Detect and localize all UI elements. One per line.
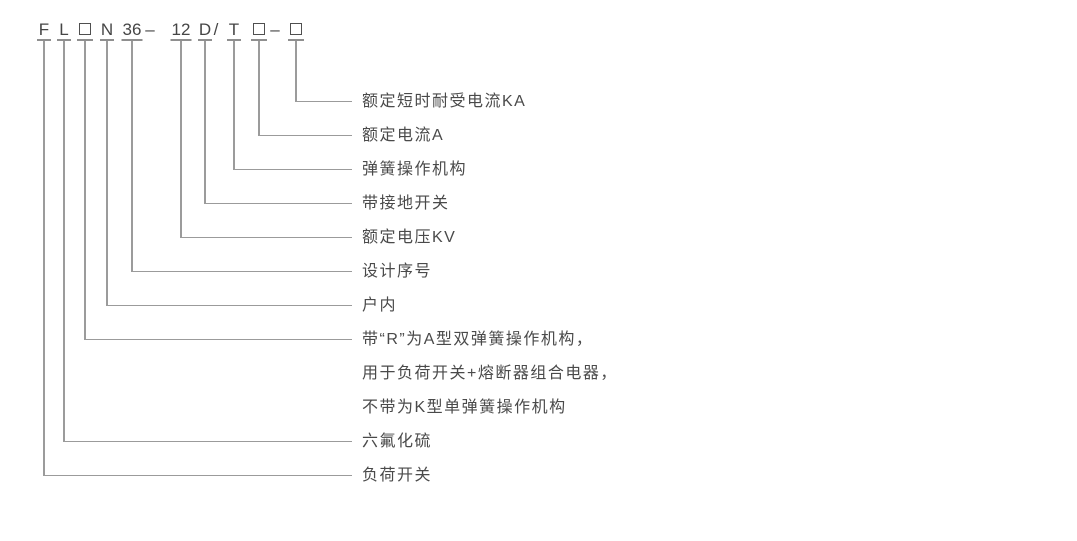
leader-line-horizontal: [44, 475, 352, 477]
leader-line-vertical: [63, 41, 65, 442]
code-box: [79, 23, 91, 35]
leader-line-vertical: [84, 41, 86, 340]
code-char: /: [213, 20, 219, 39]
code-underline: [100, 39, 114, 41]
legend-label: 额定短时耐受电流KA: [362, 93, 527, 110]
code-box: [290, 23, 302, 35]
legend-label: 户内: [362, 297, 398, 314]
code-char: –: [270, 20, 280, 39]
code-underline: [57, 39, 71, 41]
legend-label: 不带为K型单弹簧操作机构: [362, 399, 567, 416]
leader-line-vertical: [295, 41, 297, 102]
leader-line-vertical: [131, 41, 133, 272]
code-box: [253, 23, 265, 35]
leader-line-horizontal: [296, 101, 352, 103]
legend-label: 弹簧操作机构: [362, 161, 468, 178]
leader-line-vertical: [233, 41, 235, 170]
code-underline: [251, 39, 267, 41]
leader-line-vertical: [106, 41, 108, 306]
leader-line-vertical: [258, 41, 260, 136]
legend-label: 六氟化硫: [362, 433, 433, 450]
leader-line-horizontal: [132, 271, 352, 273]
leader-line-horizontal: [181, 237, 352, 239]
leader-line-vertical: [180, 41, 182, 238]
code-underline: [77, 39, 93, 41]
code-char: N: [100, 20, 114, 39]
leader-line-horizontal: [64, 441, 352, 443]
legend-label: 额定电流A: [362, 127, 445, 144]
leader-line-horizontal: [205, 203, 352, 205]
leader-line-vertical: [43, 41, 45, 476]
code-underline: [37, 39, 51, 41]
leader-line-horizontal: [85, 339, 352, 341]
code-char: F: [38, 20, 50, 39]
code-char: 12: [171, 20, 191, 39]
code-underline: [288, 39, 304, 41]
legend-label: 设计序号: [362, 263, 433, 280]
code-char: –: [145, 20, 155, 39]
code-underline: [170, 39, 192, 41]
leader-line-horizontal: [234, 169, 352, 171]
code-char: 36: [122, 20, 142, 39]
code-underline: [121, 39, 143, 41]
leader-line-vertical: [204, 41, 206, 204]
code-char: T: [228, 20, 240, 39]
legend-label: 带接地开关: [362, 195, 450, 212]
code-underline: [227, 39, 241, 41]
leader-line-horizontal: [259, 135, 352, 137]
legend-label: 负荷开关: [362, 467, 433, 484]
legend-label: 带“R”为A型双弹簧操作机构，: [362, 331, 594, 348]
legend-label: 额定电压KV: [362, 229, 457, 246]
leader-line-horizontal: [107, 305, 352, 307]
legend-label: 用于负荷开关+熔断器组合电器，: [362, 365, 618, 382]
code-char: L: [59, 20, 69, 39]
code-underline: [198, 39, 212, 41]
code-char: D: [198, 20, 212, 39]
